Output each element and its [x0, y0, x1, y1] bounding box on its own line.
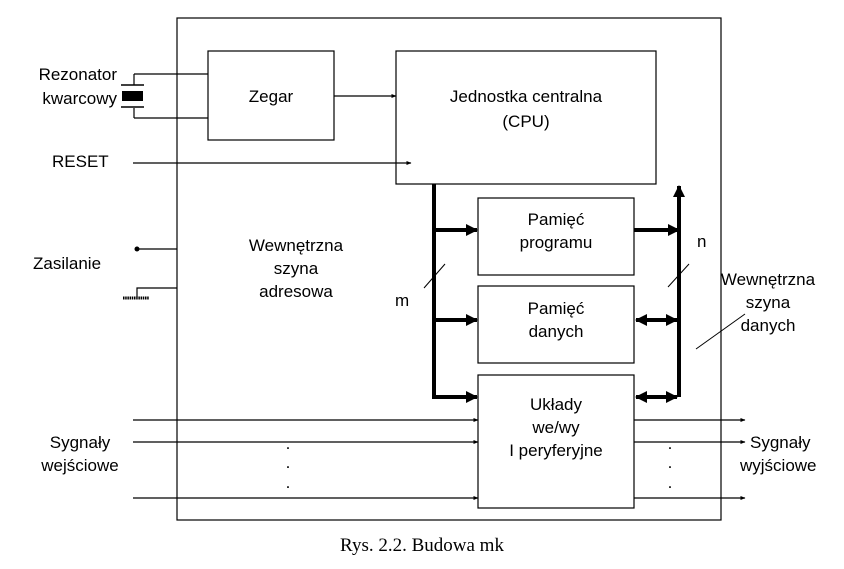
data-bus-label-leader: [695, 313, 746, 350]
io-label-line2: we/wy: [531, 418, 580, 437]
reset-label: RESET: [52, 152, 109, 171]
cpu-block: [395, 50, 657, 185]
program-memory-block: [477, 197, 635, 276]
address-bus-label-line1: Wewnętrzna: [249, 236, 344, 255]
data-memory-block: [477, 285, 635, 364]
address-bus-label-line2: szyna: [274, 259, 319, 278]
address-bus-label-line3: adresowa: [259, 282, 333, 301]
output-ellipsis-dot-2: .: [668, 453, 673, 472]
cpu-label-line1: Jednostka centralna: [450, 87, 603, 106]
output-signals-label-line1: Sygnały: [750, 433, 811, 452]
cpu-label-line2: (CPU): [502, 112, 549, 131]
power-supply-icon: [134, 246, 177, 252]
data-bus-label-line1: Wewnętrzna: [721, 270, 816, 289]
input-ellipsis-dot-3: .: [286, 473, 291, 492]
data-memory-label-line1: Pamięć: [528, 299, 585, 318]
output-ellipsis-dot-3: .: [668, 473, 673, 492]
clock-label: Zegar: [249, 87, 294, 106]
output-ellipsis-dot-1: .: [668, 434, 673, 453]
input-ellipsis-dot-1: .: [286, 434, 291, 453]
io-label-line3: I peryferyjne: [509, 441, 603, 460]
input-signals-label-line1: Sygnały: [50, 433, 111, 452]
data-bus-label-line2: szyna: [746, 293, 791, 312]
data-bus-width-label: n: [697, 232, 706, 251]
output-signals-label-line2: wyjściowe: [739, 456, 817, 475]
microcontroller-boundary: [176, 17, 722, 521]
crystal-resonator-icon: [121, 74, 144, 118]
io-label-line1: Układy: [530, 395, 582, 414]
address-bus-width-label: m: [395, 291, 409, 310]
data-memory-label-line2: danych: [529, 322, 584, 341]
program-memory-label-line2: programu: [520, 233, 593, 252]
data-bus-label-line3: danych: [741, 316, 796, 335]
resonator-label-line2: kwarcowy: [42, 89, 117, 108]
ground-icon: [123, 287, 177, 300]
clock-block: [207, 50, 335, 141]
power-label: Zasilanie: [33, 254, 101, 273]
input-ellipsis-dot-2: .: [286, 453, 291, 472]
data-bus-width-tick: [667, 263, 690, 288]
program-memory-label-line1: Pamięć: [528, 210, 585, 229]
resonator-label-line1: Rezonator: [39, 65, 118, 84]
figure-caption: Rys. 2.2. Budowa mk: [340, 535, 504, 556]
input-signals-label-line2: wejściowe: [40, 456, 118, 475]
